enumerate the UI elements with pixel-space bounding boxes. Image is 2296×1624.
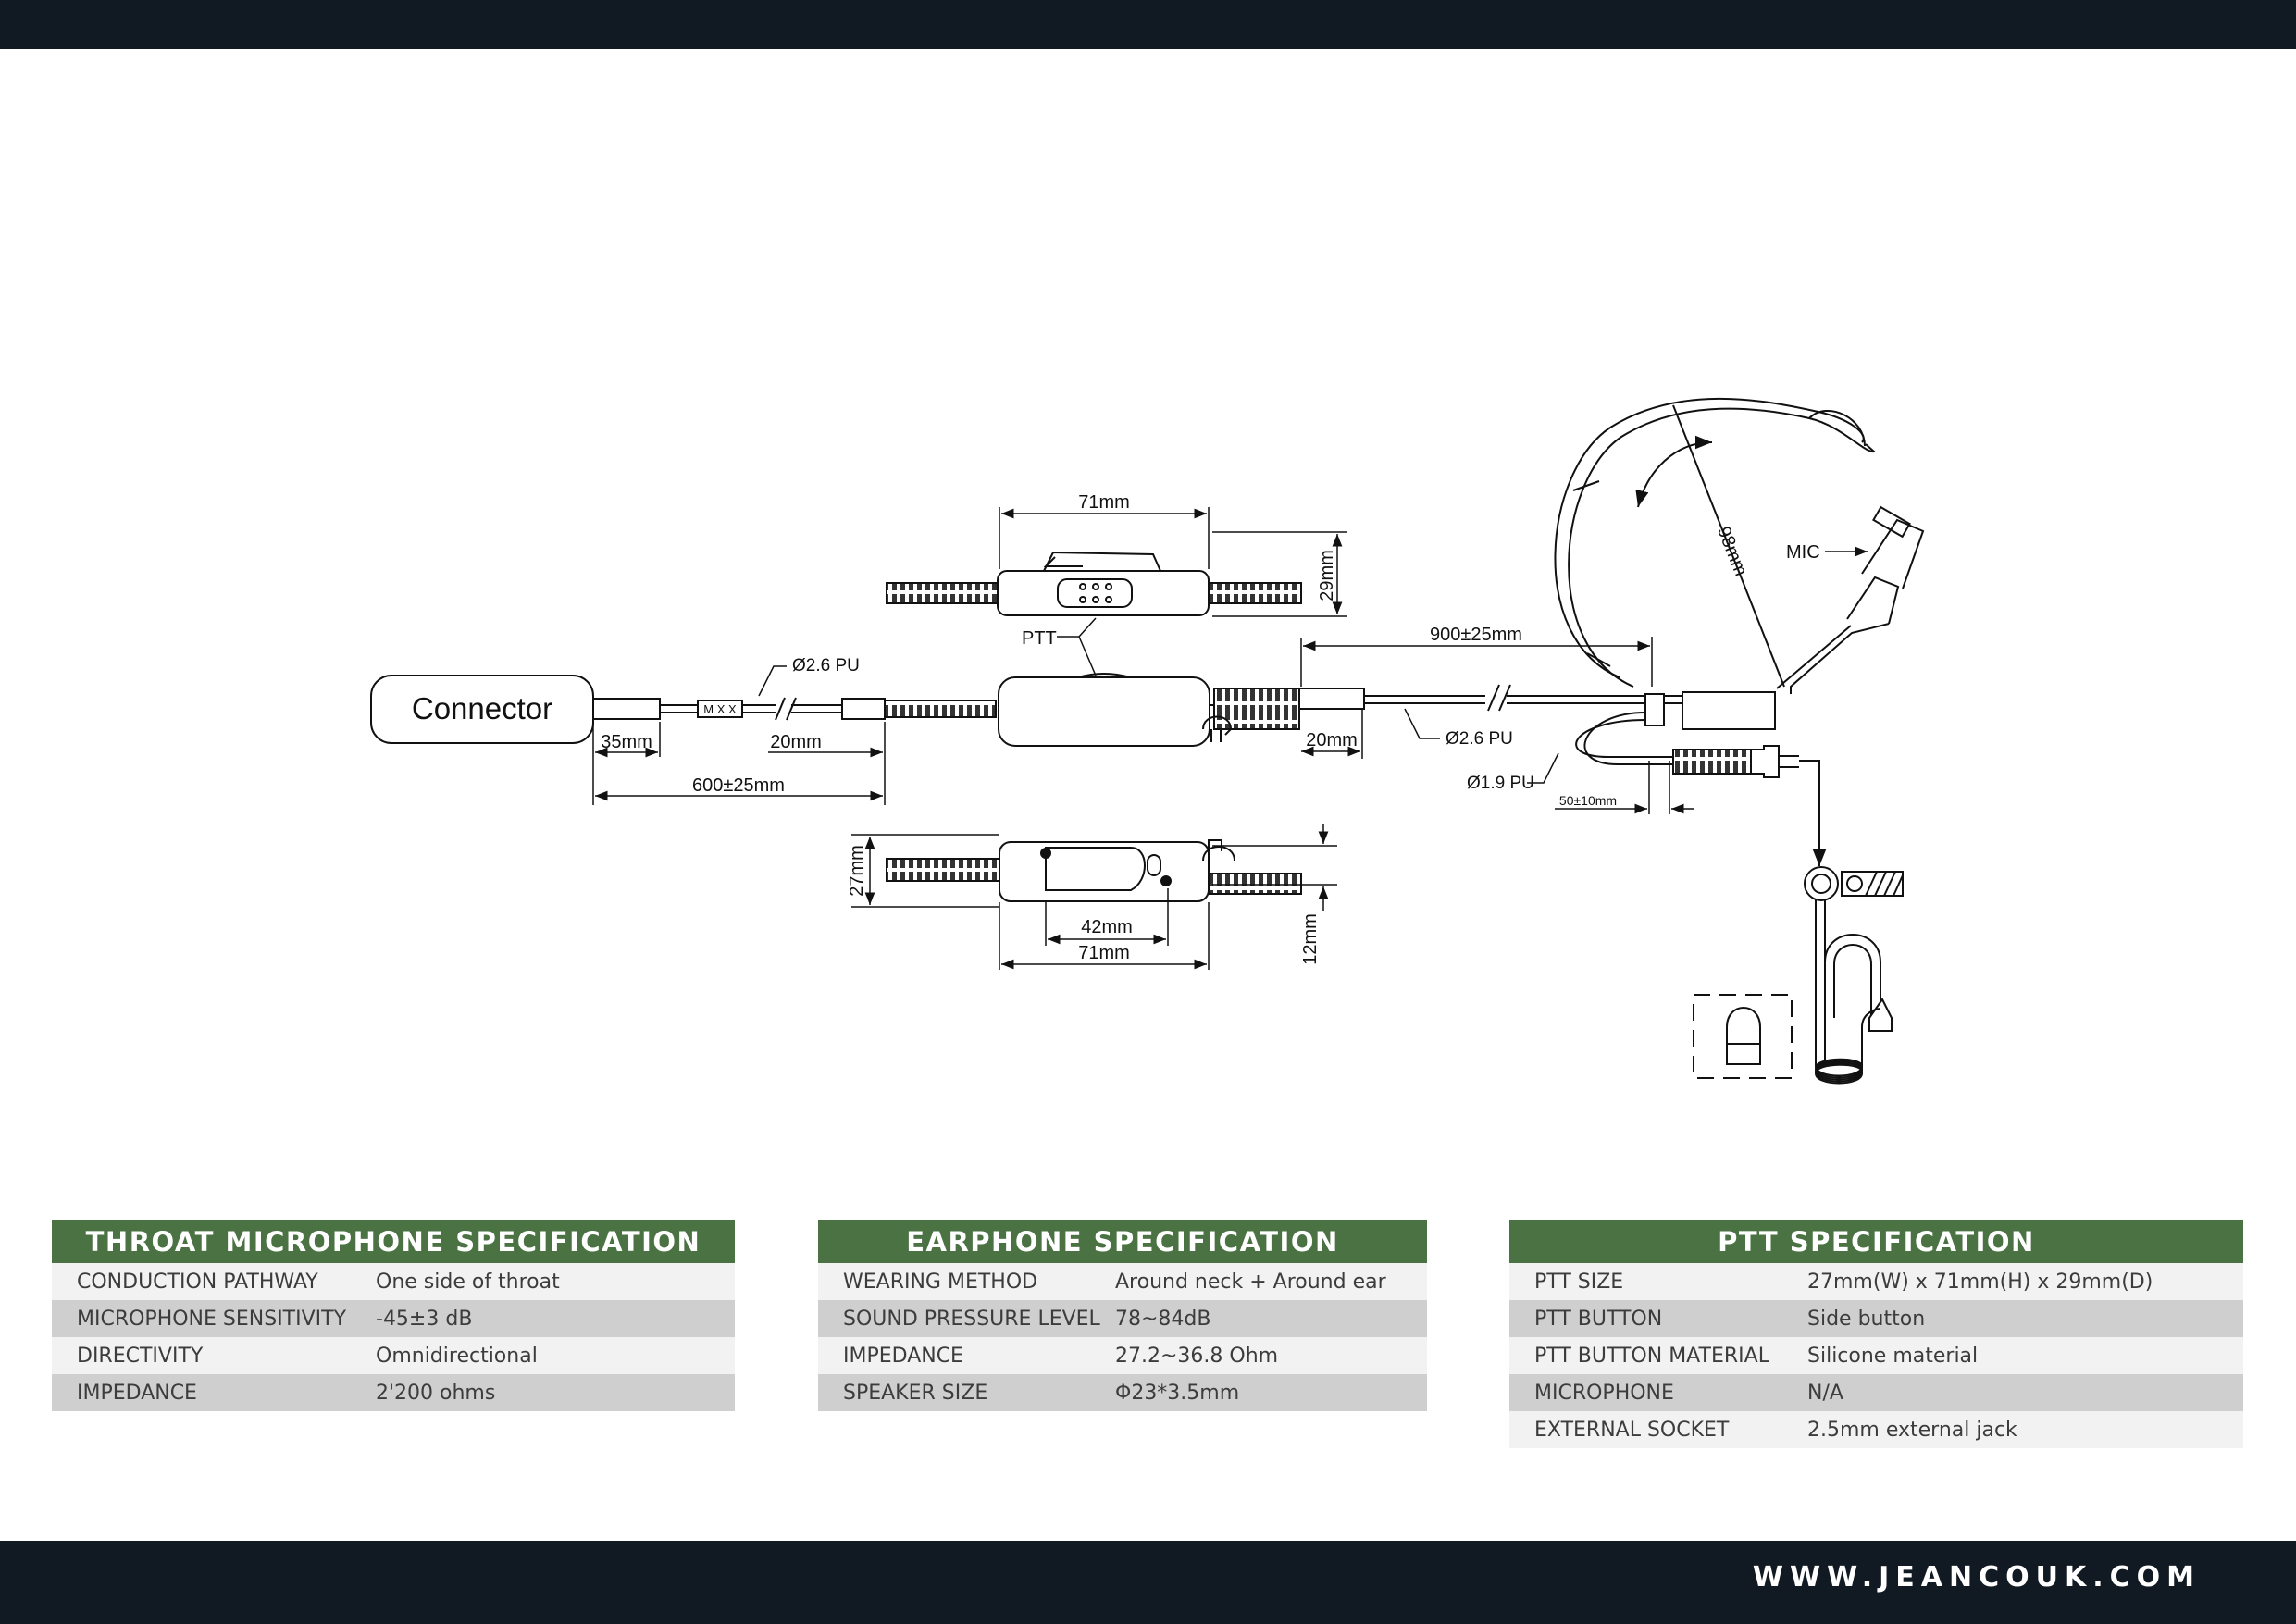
table-row: SOUND PRESSURE LEVEL 78~84dB: [818, 1300, 1427, 1337]
dim-71-top-label: 71mm: [1078, 492, 1130, 513]
dim-600-label: 600±25mm: [692, 775, 785, 796]
spec-key: SPEAKER SIZE: [843, 1381, 988, 1405]
spec-key: PTT BUTTON: [1534, 1307, 1663, 1331]
spec-value: -45±3 dB: [376, 1307, 473, 1331]
spec-key: WEARING METHOD: [843, 1270, 1038, 1294]
connector-box: Connector: [370, 675, 594, 744]
cable-left: M X X: [592, 697, 997, 721]
cable-right: [1298, 684, 1799, 778]
neck-band: [1554, 397, 1925, 694]
earphone-spec-title: EARPHONE SPECIFICATION: [818, 1220, 1427, 1263]
table-row: PTT BUTTON MATERIAL Silicone material: [1509, 1337, 2243, 1374]
dim-71-bottom-label: 71mm: [1078, 943, 1130, 963]
ptt-top-view: [886, 551, 1302, 616]
dia-19-label: Ø1.9 PU: [1467, 774, 1534, 793]
website-url: WWW.JEANCOUK.COM: [1752, 1561, 2201, 1593]
table-row: SPEAKER SIZE Φ23*3.5mm: [818, 1374, 1427, 1411]
throat-mic-spec-rows: CONDUCTION PATHWAY One side of throat MIC…: [52, 1263, 735, 1411]
spec-key: PTT SIZE: [1534, 1270, 1624, 1294]
spec-value: Around neck + Around ear: [1115, 1270, 1386, 1294]
table-row: IMPEDANCE 2'200 ohms: [52, 1374, 735, 1411]
spec-key: EXTERNAL SOCKET: [1534, 1418, 1730, 1442]
spec-key: PTT BUTTON MATERIAL: [1534, 1344, 1769, 1368]
dim-42-label: 42mm: [1081, 917, 1133, 937]
throat-mic-spec-title: THROAT MICROPHONE SPECIFICATION: [52, 1220, 735, 1263]
spec-key: IMPEDANCE: [77, 1381, 197, 1405]
table-row: PTT SIZE 27mm(W) x 71mm(H) x 29mm(D): [1509, 1263, 2243, 1300]
dim-27-label: 27mm: [847, 845, 867, 897]
spec-value: N/A: [1807, 1381, 1843, 1405]
spec-key: CONDUCTION PATHWAY: [77, 1270, 318, 1294]
spec-value: 27.2~36.8 Ohm: [1115, 1344, 1279, 1368]
connector-label: Connector: [412, 691, 552, 725]
dim-20-left-label: 20mm: [770, 732, 822, 752]
ptt-label: PTT: [1022, 628, 1057, 649]
spec-key: IMPEDANCE: [843, 1344, 963, 1368]
dim-50-label: 50±10mm: [1559, 793, 1617, 808]
table-row: MICROPHONE SENSITIVITY -45±3 dB: [52, 1300, 735, 1337]
ptt-spec-title: PTT SPECIFICATION: [1509, 1220, 2243, 1263]
spec-key: MICROPHONE: [1534, 1381, 1674, 1405]
earphone-tube: [1693, 760, 1904, 1085]
spec-value: 78~84dB: [1115, 1307, 1211, 1331]
bottom-bar: WWW.JEANCOUK.COM: [0, 1541, 2296, 1624]
ptt-spec-rows: PTT SIZE 27mm(W) x 71mm(H) x 29mm(D) PTT …: [1509, 1263, 2243, 1448]
table-row: MICROPHONE N/A: [1509, 1374, 2243, 1411]
mxx-label: M X X: [703, 702, 737, 716]
ptt-bottom-view: [886, 839, 1302, 902]
top-bar: [0, 0, 2296, 49]
table-row: PTT BUTTON Side button: [1509, 1300, 2243, 1337]
table-row: IMPEDANCE 27.2~36.8 Ohm: [818, 1337, 1427, 1374]
dim-900-label: 900±25mm: [1430, 625, 1522, 645]
dim-98-label: 98mm: [1713, 524, 1751, 579]
table-row: EXTERNAL SOCKET 2.5mm external jack: [1509, 1411, 2243, 1448]
spec-key: DIRECTIVITY: [77, 1344, 204, 1368]
spec-value: 2.5mm external jack: [1807, 1418, 2017, 1442]
throat-mic-spec-table: THROAT MICROPHONE SPECIFICATION CONDUCTI…: [52, 1220, 735, 1411]
dim-29-label: 29mm: [1317, 550, 1337, 601]
spec-value: Omnidirectional: [376, 1344, 538, 1368]
dia-label-left: Ø2.6 PU: [792, 656, 860, 676]
spec-value: 2'200 ohms: [376, 1381, 496, 1405]
dimension-lines: [592, 507, 1868, 970]
earphone-spec-rows: WEARING METHOD Around neck + Around ear S…: [818, 1263, 1427, 1411]
spec-value: Silicone material: [1807, 1344, 1979, 1368]
spec-key: SOUND PRESSURE LEVEL: [843, 1307, 1100, 1331]
ptt-spec-table: PTT SPECIFICATION PTT SIZE 27mm(W) x 71mm…: [1509, 1220, 2243, 1448]
mic-label: MIC: [1786, 542, 1820, 563]
ptt-body-front: [998, 673, 1300, 747]
table-row: CONDUCTION PATHWAY One side of throat: [52, 1263, 735, 1300]
dim-20-right-label: 20mm: [1306, 730, 1358, 750]
earphone-spec-table: EARPHONE SPECIFICATION WEARING METHOD Aro…: [818, 1220, 1427, 1411]
spec-value: 27mm(W) x 71mm(H) x 29mm(D): [1807, 1270, 2153, 1294]
dia-label-right: Ø2.6 PU: [1446, 729, 1513, 749]
dim-35-label: 35mm: [601, 732, 652, 752]
dim-12-label: 12mm: [1300, 913, 1321, 965]
spec-key: MICROPHONE SENSITIVITY: [77, 1307, 347, 1331]
spec-value: One side of throat: [376, 1270, 560, 1294]
table-row: WEARING METHOD Around neck + Around ear: [818, 1263, 1427, 1300]
table-row: DIRECTIVITY Omnidirectional: [52, 1337, 735, 1374]
spec-value: Side button: [1807, 1307, 1926, 1331]
spec-value: Φ23*3.5mm: [1115, 1381, 1240, 1405]
